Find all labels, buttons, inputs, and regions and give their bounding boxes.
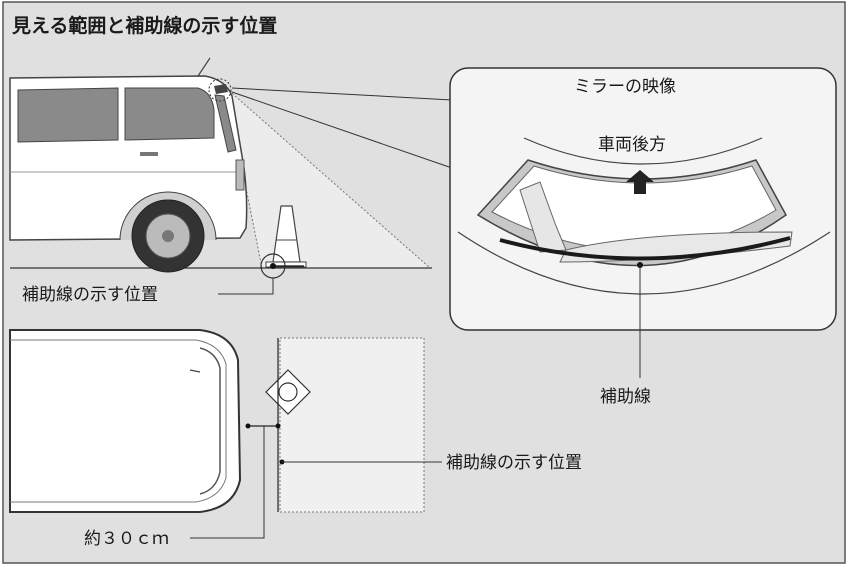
- mirror-top-arc: [523, 137, 763, 165]
- mirror-view-heading: ミラーの映像: [574, 77, 676, 97]
- top-position-label: 補助線の示す位置: [446, 453, 582, 473]
- top-view-area: [279, 337, 425, 513]
- traffic-cone-top-icon: [265, 369, 311, 415]
- van-top-roof-line: [10, 339, 227, 503]
- mirror-icon: [214, 84, 228, 94]
- reflected-car-body: [519, 181, 567, 253]
- van-top-rear: [199, 347, 221, 495]
- mirror-reflection: [491, 165, 777, 251]
- bubble-line-top: [231, 87, 453, 101]
- van-side-window-2: [124, 87, 215, 141]
- van-antenna: [197, 57, 211, 77]
- van-tail-light: [235, 159, 245, 191]
- van-rear-glass: [214, 94, 237, 153]
- side-label-leader: [218, 278, 274, 295]
- van-top-antenna: [189, 369, 201, 373]
- van-door-handle: [140, 152, 158, 156]
- bubble-line-bottom: [231, 91, 453, 169]
- side-position-label: 補助線の示す位置: [22, 285, 158, 305]
- van-wheel-hub: [162, 230, 174, 242]
- mirror-outer-arc: [457, 231, 831, 295]
- mirror-guide-line: [499, 236, 791, 261]
- mirror-direction-label: 車両後方: [598, 135, 666, 155]
- dimension-start-dot: [245, 423, 251, 429]
- diagram-title: 見える範囲と補助線の示す位置: [12, 14, 277, 37]
- traffic-cone-icon: [265, 205, 307, 268]
- distance-label-leader: [190, 426, 265, 539]
- distance-label: 約３０ｃｍ: [84, 529, 169, 549]
- top-view: 約３０ｃｍ 補助線の示す位置: [9, 329, 582, 549]
- arrow-up-icon: [626, 170, 654, 194]
- mirror-guide-label: 補助線: [600, 387, 651, 407]
- mirror-view-panel: ミラーの映像 車両後方 補助線: [449, 67, 837, 407]
- reflected-bumper: [559, 231, 793, 263]
- dimension-end-dot: [275, 423, 281, 429]
- mirror-highlight-circle: [208, 78, 232, 102]
- van-top-body: [9, 329, 242, 513]
- van-side-window-1: [17, 87, 119, 143]
- side-view: 補助線の示す位置: [9, 57, 453, 305]
